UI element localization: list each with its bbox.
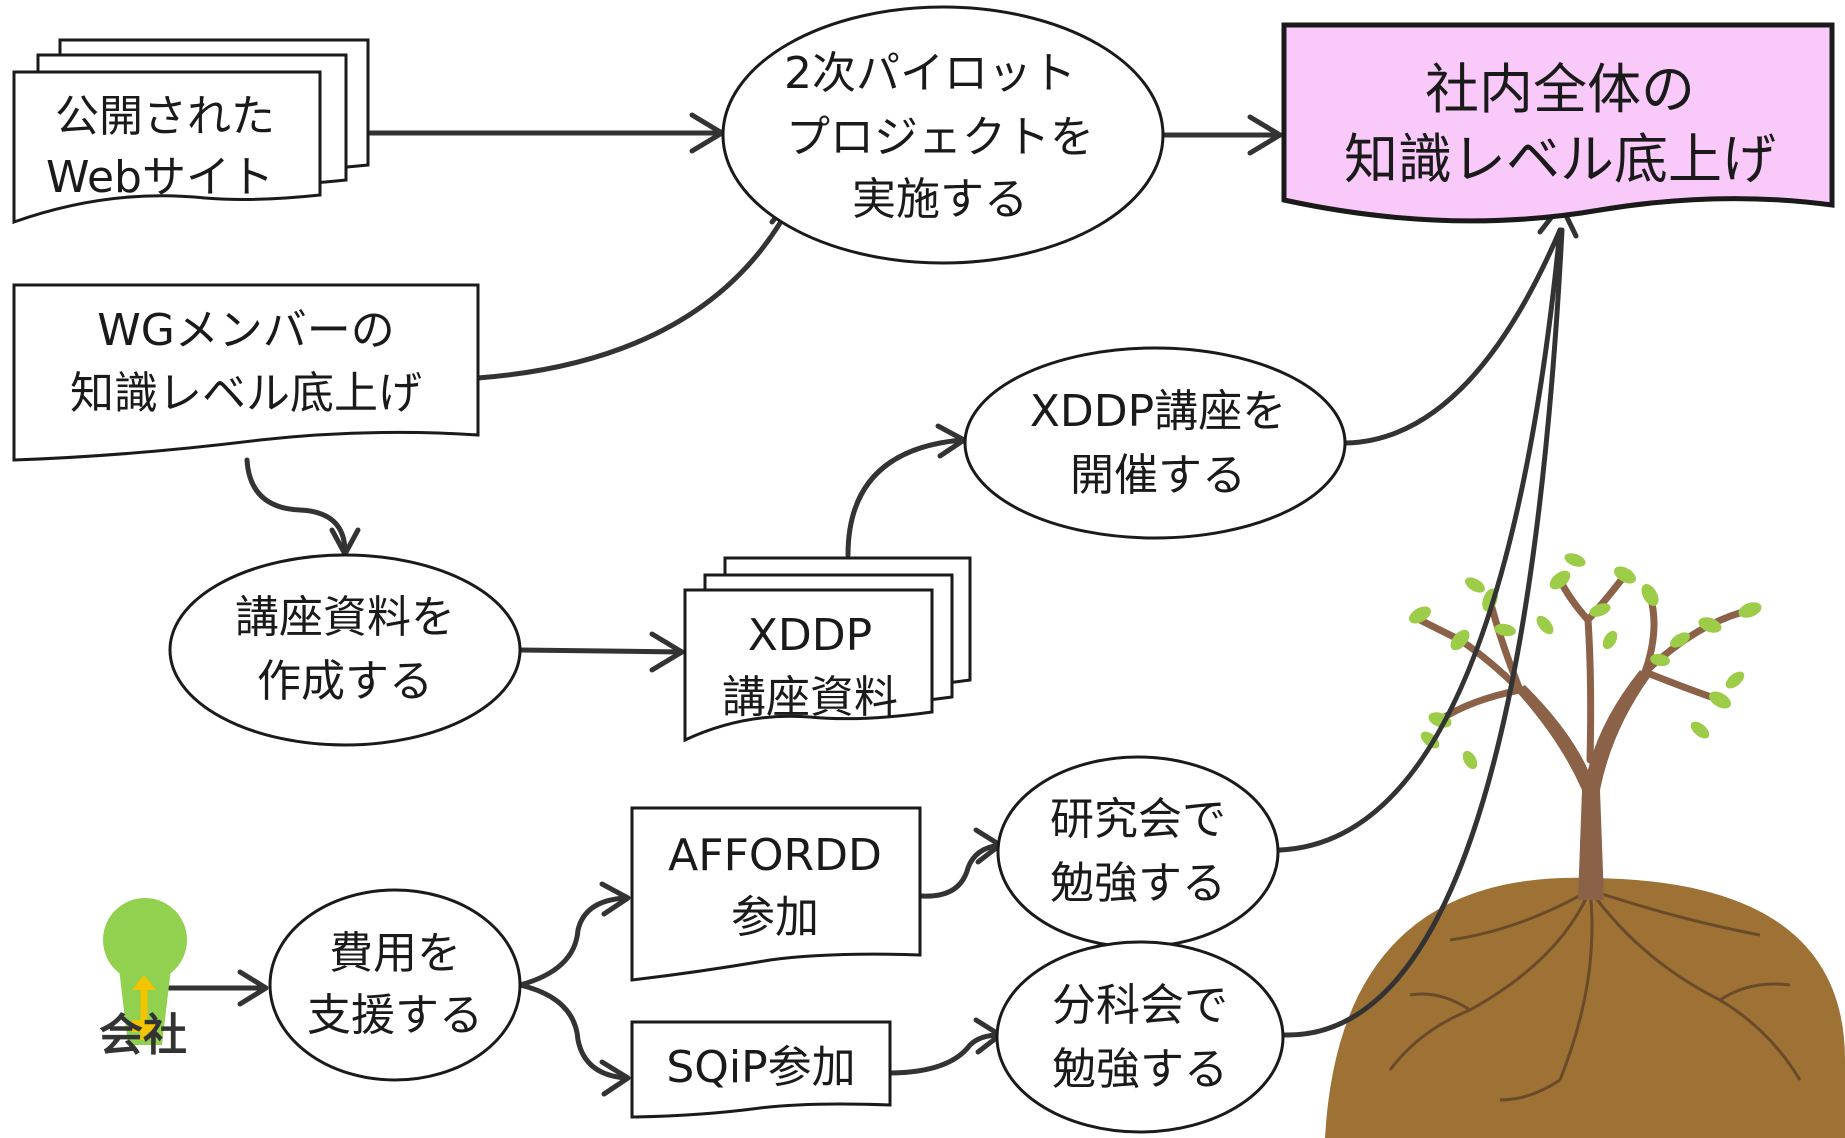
company-label: 会社	[99, 1010, 187, 1061]
edge-support-to-sqip	[517, 982, 629, 1081]
edge-sub-to-goal	[1282, 227, 1565, 1038]
node-support[interactable]: 費用を 支援する	[268, 888, 522, 1082]
company-node[interactable]: 会社	[99, 898, 187, 1061]
sub-label-1: 分科会で	[1052, 980, 1228, 1031]
node-pilot[interactable]: 2次パイロット プロジェクトを 実施する	[721, 5, 1165, 265]
goal-shape	[1281, 22, 1835, 224]
edge-support-to-affordd	[517, 895, 629, 988]
create-label-2: 作成する	[257, 656, 433, 707]
edge-course-to-goal	[1343, 227, 1563, 446]
websites-label-2: Webサイト	[46, 152, 274, 203]
wg-label-2: 知識レベル底上げ	[70, 368, 422, 419]
node-wg[interactable]: WGメンバーの 知識レベル底上げ	[12, 283, 480, 462]
person-key-icon	[103, 898, 187, 1045]
tree-icon	[1325, 553, 1845, 1138]
node-goal[interactable]: 社内全体の 知識レベル底上げ	[1281, 22, 1835, 224]
support-label-2: 支援する	[307, 990, 483, 1041]
node-websites[interactable]: 公開された Webサイト	[12, 38, 370, 225]
arrowhead-sqip-left	[599, 1059, 631, 1097]
affordd-label-2: 参加	[731, 892, 819, 943]
arrowhead-support-left	[237, 969, 269, 1007]
tree-leaves	[1409, 553, 1762, 770]
affordd-label-1: AFFORDD	[668, 830, 882, 881]
node-xddp-course[interactable]: XDDP講座を 開催する	[963, 346, 1347, 540]
edge-wg-to-pilot	[475, 199, 795, 381]
tree-trunk	[1515, 670, 1650, 900]
edge-create-to-materials	[517, 647, 685, 655]
arrowhead-goal-left	[1247, 114, 1283, 156]
node-subcommittee[interactable]: 分科会で 勉強する	[995, 940, 1285, 1134]
support-label-1: 費用を	[329, 928, 461, 979]
node-study-group[interactable]: 研究会で 勉強する	[996, 755, 1280, 949]
node-affordd[interactable]: AFFORDD 参加	[630, 806, 922, 982]
edge-study-to-goal	[1277, 227, 1563, 853]
sub-label-2: 勉強する	[1052, 1044, 1228, 1095]
node-create-materials[interactable]: 講座資料を 作成する	[168, 553, 522, 747]
pilot-label-1: 2次パイロット	[784, 48, 1076, 99]
node-sqip[interactable]: SQiP参加	[630, 1020, 892, 1119]
edges	[162, 112, 1579, 1097]
xddp-course-label-1: XDDP講座を	[1030, 386, 1286, 437]
edge-sqip-to-sub	[889, 1032, 1003, 1076]
edge-wg-to-create	[244, 457, 348, 555]
sqip-label: SQiP参加	[666, 1042, 855, 1093]
study-label-1: 研究会で	[1050, 794, 1226, 845]
create-label-1: 講座資料を	[235, 592, 455, 643]
goal-label-2: 知識レベル底上げ	[1344, 128, 1776, 191]
xddp-course-label-2: 開催する	[1070, 450, 1246, 501]
tree-roots	[1388, 888, 1802, 1102]
node-xddp-materials[interactable]: XDDP 講座資料	[683, 556, 972, 743]
arrowhead-affordd-left	[599, 881, 631, 917]
edge-materials-to-course	[845, 437, 965, 558]
xddp-materials-label-1: XDDP	[748, 610, 872, 661]
pilot-label-3: 実施する	[852, 174, 1028, 225]
websites-label-1: 公開された	[55, 91, 275, 142]
goal-label-1: 社内全体の	[1425, 58, 1695, 121]
arrowhead-materials-left	[649, 631, 685, 673]
ground-mound	[1325, 877, 1845, 1138]
pilot-label-2: プロジェクトを	[786, 112, 1094, 163]
wg-label-1: WGメンバーの	[97, 305, 395, 356]
xddp-materials-label-2: 講座資料	[722, 672, 898, 723]
study-label-2: 勉強する	[1050, 858, 1226, 909]
edge-affordd-to-study	[919, 842, 1003, 899]
